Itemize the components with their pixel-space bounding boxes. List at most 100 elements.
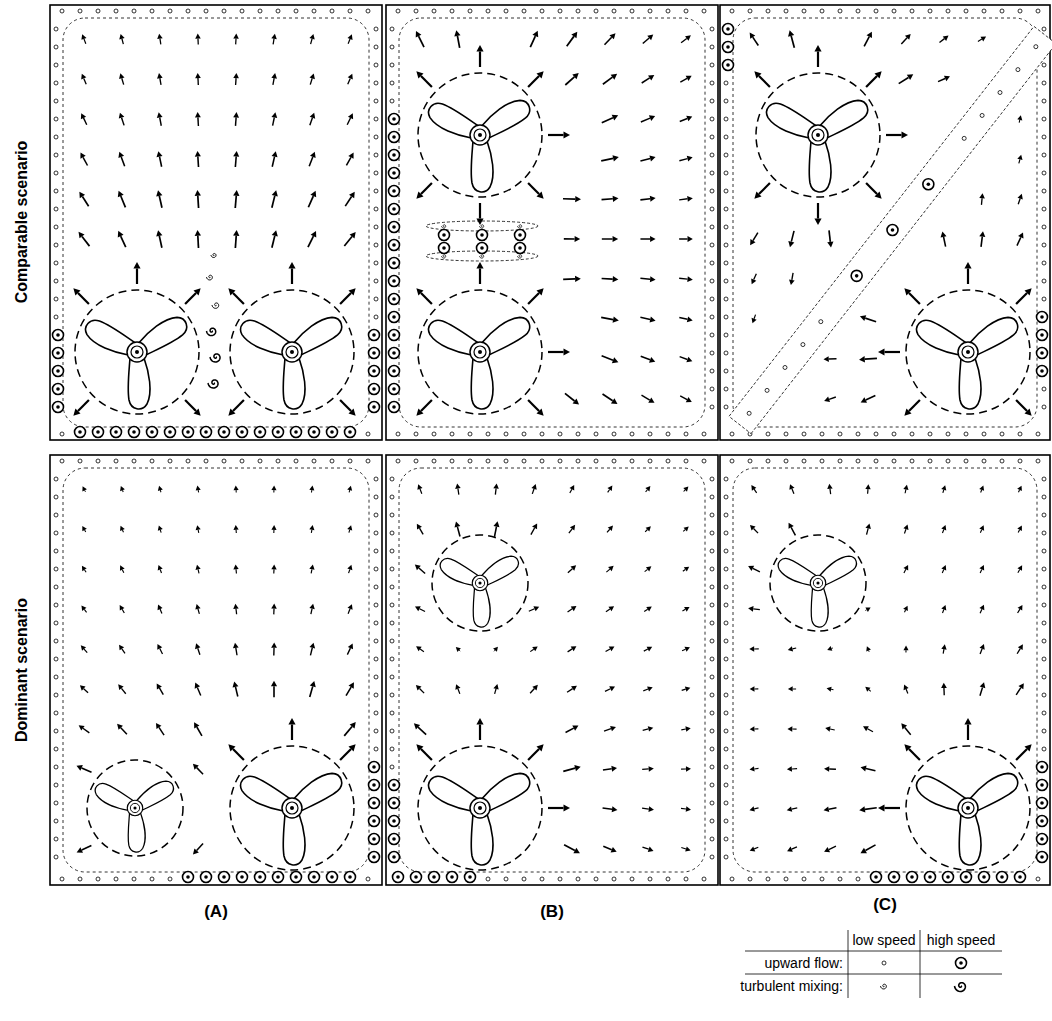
upward-flow-low [1042,99,1046,103]
flow-arrow-shaft [197,39,199,45]
upward-flow-low [612,877,616,881]
upward-flow-low [54,747,58,751]
flow-arrow-shaft [197,236,199,248]
upward-flow-low [576,877,580,881]
upward-flow-low [390,765,394,769]
upward-flow-low [276,459,280,463]
flow-arrow-head [878,348,885,355]
upward-flow-high [429,872,440,883]
upward-flow-high [53,330,64,341]
upward-flow-low [730,459,734,463]
flow-arrow-shaft [160,649,163,654]
flow-arrow-head [827,687,832,692]
flow-arrow-shaft [681,728,686,730]
upward-flow-low [186,459,190,463]
upward-flow-low [374,531,378,535]
upward-flow-low [54,315,58,319]
flow-arrow-head [863,726,869,731]
upward-flow-high [201,872,212,883]
flow-arrow-head [193,848,199,854]
upward-flow-high [1037,330,1048,341]
flow-arrow-shaft [904,610,905,612]
upward-flow-low [312,9,316,13]
flow-arrow-shaft [602,356,613,360]
flow-arrow-shaft [567,689,573,693]
rotor-sweep [418,73,542,197]
turbine [75,290,199,414]
upward-flow-low [374,495,378,499]
flow-arrow-shaft [197,768,203,775]
upward-flow-low [710,297,714,301]
upward-flow-high-dot [392,171,396,175]
upward-flow-low [390,63,394,67]
flow-arrow-shaft [640,278,650,280]
upward-flow-low [724,513,728,517]
upward-flow-low [724,387,728,391]
upward-flow-high-dot [372,405,376,409]
flow-arrow-shaft [273,686,275,697]
flow-arrow-head [859,806,865,812]
upward-flow-high-dot [1040,369,1044,373]
flow-arrow-shaft [346,157,351,165]
upward-flow-low [522,877,526,881]
flow-arrow-shaft [495,488,497,494]
flow-arrow-shaft [84,609,86,612]
flow-arrow-head [646,566,651,571]
upward-flow-high [291,427,302,438]
flow-arrow-shaft [980,569,982,572]
upward-flow-low [432,459,436,463]
upward-flow-low [78,9,82,13]
flow-arrow-shaft [347,118,350,125]
upward-flow-high [477,230,488,241]
upward-flow-low [710,117,714,121]
upward-flow-high-dot [392,279,396,283]
flow-arrow-head [532,685,538,691]
table-rule [745,951,1002,952]
upward-flow-high-dot [946,875,950,879]
upward-flow-low [330,9,334,13]
flow-arrow-shaft [754,274,757,280]
upward-flow-high-dot [372,333,376,337]
upward-flow-low [724,819,728,823]
flow-arrow-shaft [602,278,613,280]
flow-arrow-head [1018,683,1023,689]
flow-arrow-shaft [159,196,162,208]
upward-flow-low [374,297,378,301]
upward-flow-high-dot [372,837,376,841]
flow-arrow-head [118,684,123,690]
flow-arrow-shaft [909,400,920,411]
legend-header: low speed [852,932,915,948]
flow-arrow-head [787,726,792,731]
upward-flow-low [390,693,394,697]
flow-arrow-shaft [569,529,572,533]
flow-arrow-head [861,397,867,403]
flow-arrow-shaft [528,293,539,304]
upward-flow-low [724,675,728,679]
flow-arrow-head [310,681,316,687]
flow-arrow-head [608,526,613,531]
turbine-hub [470,342,490,362]
upward-flow-low [432,432,436,436]
turbine-hub-dot [478,581,481,584]
flow-arrow-shaft [198,490,199,492]
flow-arrow-shaft [159,727,164,735]
turbine-hub-inner [812,129,824,141]
upward-flow-high-dot [56,333,60,337]
upward-flow-low [724,279,728,283]
flow-arrow-shaft [792,808,798,809]
upward-flow-low [710,567,714,571]
flow-arrow-shaft [159,39,161,45]
upward-flow-low [730,877,734,881]
flow-arrow-shaft [530,36,535,47]
upward-flow-high [369,852,380,863]
flow-arrow-shaft [121,196,126,207]
flow-arrow-shaft [160,157,162,167]
flow-arrow-shaft [867,489,869,494]
upward-flow-high [1037,366,1048,377]
flow-arrow-head [194,722,199,728]
flow-arrow-head [73,288,80,295]
upward-flow-high-dot [396,875,400,879]
flow-arrow-shaft [831,689,833,691]
upward-flow-high [369,366,380,377]
upward-flow-high [1037,798,1048,809]
